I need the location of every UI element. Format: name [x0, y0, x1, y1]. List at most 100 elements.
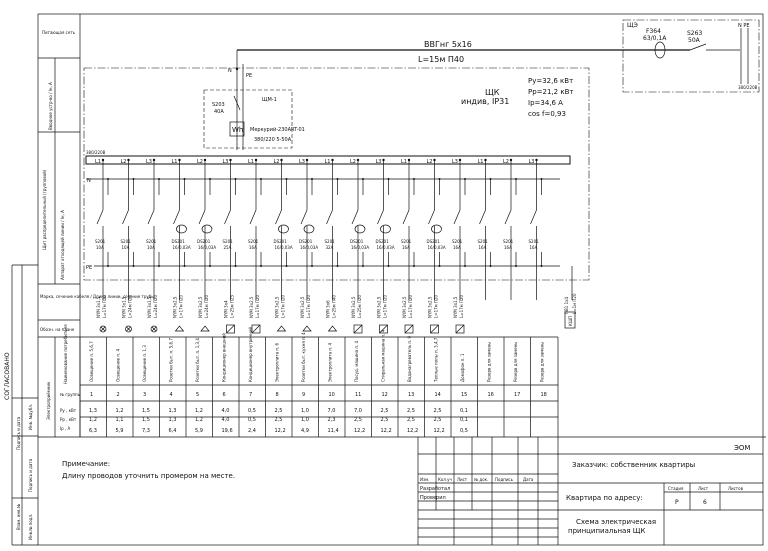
s263-switch-icon — [689, 43, 707, 51]
breaker-switch-icon — [428, 209, 435, 225]
cable-mark: NYM 3x1,5 — [122, 296, 127, 318]
neutral-tap-icon — [183, 178, 186, 180]
supply-section: ВВГнг 5x16 L=15м П40 ЩЭ F364 63/0,1А S26… — [237, 19, 760, 93]
group-number: 18 — [541, 392, 547, 398]
load-table: Наименование потребителя № группы Pу , к… — [54, 324, 559, 437]
main-breaker-rating: 40А — [214, 109, 224, 115]
cable-mark: NYM 3x2,5 — [275, 296, 280, 318]
breaker-switch-icon — [402, 209, 410, 225]
cable-length: L=25м П20 — [357, 294, 362, 318]
cable-length: L=25м П40 — [332, 294, 337, 318]
pe-tap-icon — [489, 265, 492, 267]
neutral-tap-icon — [515, 178, 517, 180]
group-number: 5 — [196, 392, 199, 398]
breaker-rating: 16/0,03А — [351, 245, 369, 250]
group-number: 6 — [223, 392, 226, 398]
meter-panel-label: ЩЭ — [627, 22, 638, 29]
group-pr: 1,1 — [116, 417, 124, 423]
cable-mark: NYM 3x2,5 — [300, 296, 305, 318]
phase-label: L1 — [248, 159, 254, 165]
group-pu: 1,3 — [169, 408, 177, 414]
receiver-name: Кондиционер внутренний — [248, 327, 253, 382]
receiver-name: Розетки быт. п. 5,6,7 — [169, 338, 174, 382]
pe-tap-icon — [438, 265, 441, 267]
breaker-switch-icon — [122, 209, 129, 225]
cable-length: L=24м П20 — [204, 294, 209, 318]
cable-length: L=17м П20 — [408, 294, 413, 318]
ground-bus-box — [564, 311, 576, 329]
pe-tap-icon — [464, 265, 466, 267]
supply-voltage: 380/220В — [738, 85, 758, 90]
breaker-rating: 10А — [96, 245, 104, 250]
cable-length: L=17м П20 — [306, 294, 311, 318]
cable-mark: NYM 3x1,5 — [147, 296, 152, 318]
breaker-switch-icon — [249, 209, 257, 225]
pe-tap-icon — [311, 265, 313, 267]
group-pr: 0,1 — [460, 417, 468, 423]
socket-icon — [302, 325, 312, 332]
group-ip: 6,4 — [169, 428, 177, 434]
group-pr: 2,5 — [381, 417, 389, 423]
breaker-rating: 10А — [122, 245, 130, 250]
group-number: 14 — [435, 392, 441, 398]
group-number: 17 — [514, 392, 520, 398]
pe-tap-icon — [540, 265, 543, 267]
ground-bus: ПВ1 1x4 L=1м П20 КШП — [564, 266, 577, 329]
breaker-rating: 16/0,03А — [300, 245, 318, 250]
socket-icon — [276, 325, 287, 332]
col-izm: Изм. — [420, 477, 429, 482]
phase-label: L3 — [376, 159, 382, 165]
supply-cable-label: ВВГнг 5x16 — [424, 40, 472, 49]
breaker-type: S201 — [121, 239, 132, 244]
pe-tap-icon — [413, 265, 415, 267]
group-ip: 4,9 — [301, 428, 309, 434]
receiver-name: Посуд. машина п. 4 — [354, 340, 359, 382]
s263-label: S263 — [687, 30, 702, 37]
phase-label: L2 — [274, 159, 280, 165]
title-line-2: принципиальная ЩК — [568, 527, 645, 535]
neutral-tap-icon — [158, 178, 160, 180]
pr-label: Pр , кВт — [60, 417, 77, 422]
neutral-tap-icon — [209, 178, 211, 180]
group-pr: 2,5 — [275, 417, 283, 423]
group-ip: 7,3 — [142, 428, 150, 434]
group-number: 13 — [408, 392, 414, 398]
breaker-rating: 16/0,03А — [173, 245, 191, 250]
f364-label: F364 — [646, 28, 661, 35]
pe-tap-icon — [336, 265, 339, 267]
ground-bus-label: КШП — [568, 316, 573, 326]
group-pr: 2,5 — [407, 417, 415, 423]
breaker-rating: 16/0,03А — [428, 245, 446, 250]
cable-mark: NYM 3x1,5 — [96, 296, 101, 318]
breaker-switch-icon — [198, 209, 206, 225]
breaker-type: DS201 — [350, 239, 364, 244]
breaker-rating: 16А — [504, 245, 512, 250]
appliance-icon — [379, 324, 388, 334]
receivers-label: Электроприёмник — [46, 381, 51, 420]
neutral-tap-icon — [540, 178, 543, 180]
appliance-diagonal — [251, 324, 261, 334]
neutral-tap-icon — [107, 178, 109, 180]
group-ip: 12,2 — [434, 428, 445, 434]
receiver-name: Резерв для замены — [540, 342, 545, 382]
panel-voltage: 380/220В — [86, 150, 106, 155]
meter-model: Меркурий-230ART-01 — [250, 126, 305, 133]
lamp-icon — [150, 325, 158, 333]
supply-label: Питающая сеть — [42, 30, 76, 35]
row-label-column: Питающая сеть Вводное устр-во / Iн, А Щи… — [38, 14, 766, 438]
breaker-type: S201 — [248, 239, 259, 244]
group-number: 9 — [302, 392, 305, 398]
stage-value: Р — [675, 499, 679, 506]
breaker-type: S201 — [503, 239, 514, 244]
breaker-type: S201 — [478, 239, 489, 244]
pe-tap-icon — [107, 265, 109, 267]
panel-pu: Pу=32,6 кВт — [528, 77, 573, 85]
breaker-type: S201 — [325, 239, 336, 244]
cable-mark: NYM 3x6 — [326, 300, 331, 318]
group-number: 2 — [117, 392, 120, 398]
group-ip: 12,2 — [407, 428, 418, 434]
pe-bus-label: PE — [86, 265, 92, 271]
rcbo-coil-icon — [354, 224, 366, 234]
breaker-type: S201 — [452, 239, 463, 244]
